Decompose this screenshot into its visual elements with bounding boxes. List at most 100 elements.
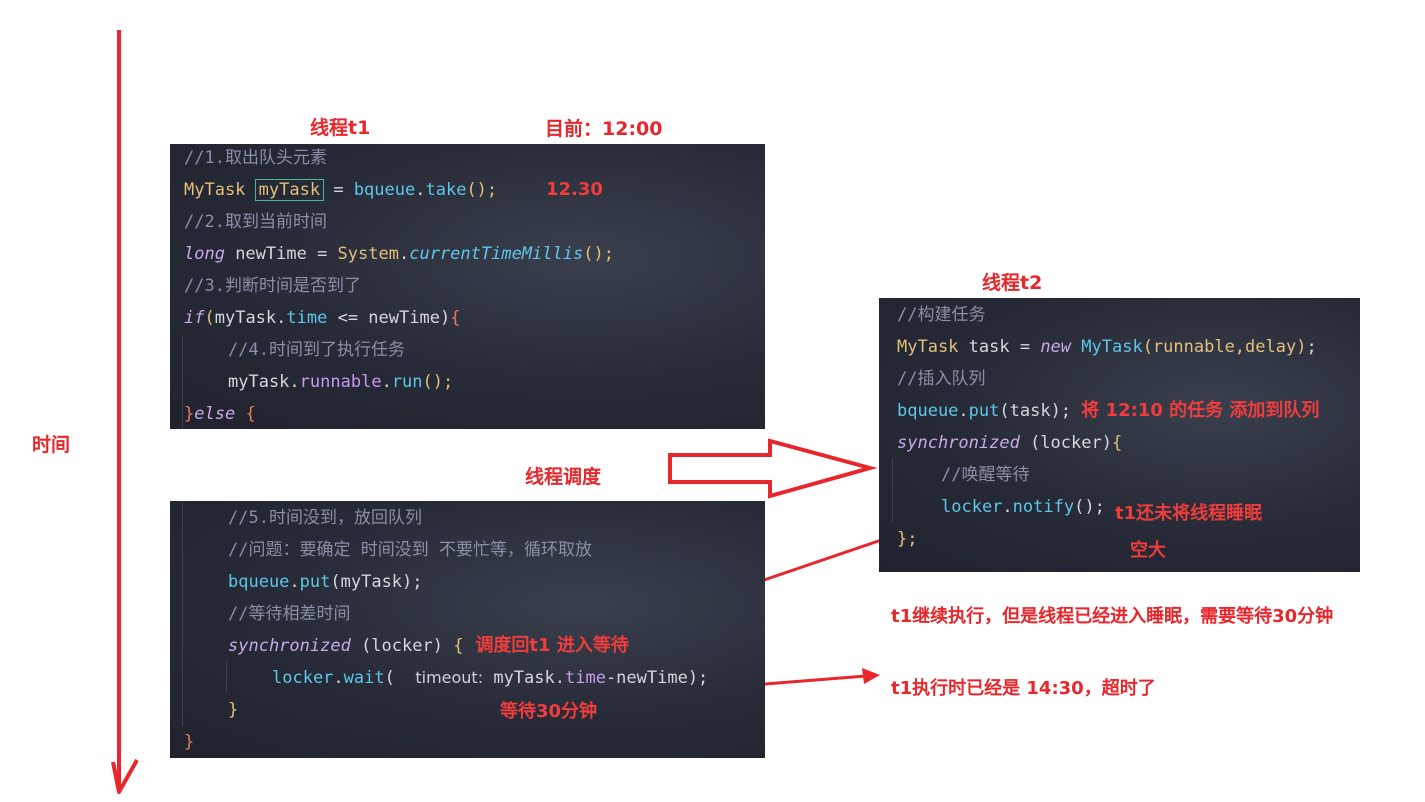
t2-code-panel: //构建任务 MyTask task = new MyTask(runnable… bbox=[879, 298, 1360, 572]
code-token: bqueue bbox=[897, 401, 959, 421]
code-token: = bbox=[323, 180, 354, 200]
code-token: MyTask bbox=[1071, 337, 1143, 357]
code-token: notify bbox=[1012, 497, 1075, 517]
thread-t2-title: 线程t2 bbox=[982, 272, 1043, 294]
time-axis-label: 时间 bbox=[32, 434, 71, 456]
code-comment: //唤醒等待 bbox=[941, 465, 1030, 485]
code-token: (); bbox=[1074, 497, 1116, 517]
code-token: (locker) bbox=[350, 636, 454, 656]
code-keyword: if bbox=[184, 308, 205, 328]
code-line: //问题：要确定 时间没到 不要忙等，循环取放 bbox=[228, 534, 592, 566]
schedule-arrow bbox=[668, 438, 878, 499]
code-token: ( bbox=[204, 308, 215, 328]
code-token: (); bbox=[466, 180, 498, 200]
code-comment: //等待相差时间 bbox=[228, 604, 351, 624]
thread-schedule-label: 线程调度 bbox=[525, 466, 602, 488]
code-token: myTask. bbox=[483, 668, 565, 688]
code-keyword: else bbox=[194, 404, 236, 424]
code-line: synchronized (locker){ bbox=[897, 427, 1122, 459]
parameter-hint: timeout: bbox=[415, 668, 484, 687]
code-token: myTask bbox=[214, 308, 277, 328]
code-token: }; bbox=[897, 529, 918, 549]
back-to-t1-note: 调度回t1 进入等待 bbox=[475, 635, 629, 656]
code-comment: //3.判断时间是否到了 bbox=[184, 276, 361, 296]
code-token: locker bbox=[272, 668, 334, 688]
code-line: }; bbox=[897, 523, 917, 555]
code-token: put bbox=[968, 401, 1000, 421]
empty-note: 空大 bbox=[1130, 540, 1166, 561]
code-keyword: new bbox=[1040, 337, 1072, 357]
code-line: locker.wait( timeout: myTask.time-newTim… bbox=[272, 662, 708, 694]
code-line: MyTask task = new MyTask(runnable,delay)… bbox=[897, 331, 1317, 363]
code-token: . bbox=[398, 244, 410, 264]
code-token: (); bbox=[583, 244, 614, 264]
code-line: } bbox=[184, 726, 194, 758]
code-token: (task); bbox=[999, 401, 1082, 421]
timeout-arrow-line bbox=[764, 674, 867, 686]
code-type: MyTask bbox=[897, 337, 959, 357]
timeout-arrowhead bbox=[862, 668, 880, 684]
code-line: }else { bbox=[184, 398, 256, 429]
code-line: //等待相差时间 bbox=[228, 598, 350, 630]
code-token: currentTimeMillis bbox=[409, 244, 584, 264]
code-comment: //构建任务 bbox=[897, 305, 986, 325]
t1-timeout-note: t1执行时已经是 14:30，超时了 bbox=[891, 678, 1156, 699]
code-line: //唤醒等待 bbox=[941, 459, 1029, 491]
code-keyword: long bbox=[184, 244, 225, 264]
code-token: } bbox=[228, 700, 239, 720]
code-comment: //1.取出队头元素 bbox=[184, 148, 327, 168]
code-token: . bbox=[333, 668, 344, 688]
code-token: <= newTime) bbox=[327, 308, 451, 328]
code-line: long newTime = System.currentTimeMillis(… bbox=[184, 238, 614, 270]
code-token: { bbox=[235, 404, 256, 424]
code-line: //1.取出队头元素 bbox=[184, 144, 327, 174]
code-comment: //4.时间到了执行任务 bbox=[228, 340, 405, 360]
code-token: bqueue bbox=[353, 180, 416, 200]
code-token: runnable bbox=[299, 372, 382, 392]
code-token: take bbox=[425, 180, 467, 200]
code-token: (); bbox=[422, 372, 454, 392]
code-token: ( bbox=[384, 668, 416, 688]
code-keyword: synchronized bbox=[897, 433, 1020, 453]
code-line: myTask.runnable.run(); bbox=[228, 366, 453, 398]
indent-guide bbox=[182, 501, 183, 726]
t1-code-bottom-panel: //5.时间没到，放回队列 //问题：要确定 时间没到 不要忙等，循环取放 bq… bbox=[170, 501, 765, 758]
code-line: locker.notify(); t1还未将线程睡眠 bbox=[941, 491, 1263, 524]
code-line: if(myTask.time <= newTime){ bbox=[184, 302, 460, 334]
code-token: (myTask); bbox=[330, 572, 423, 592]
code-line: //2.取到当前时间 bbox=[184, 206, 327, 238]
current-time-label: 目前：12:00 bbox=[545, 118, 663, 140]
code-line: //5.时间没到，放回队列 bbox=[228, 502, 422, 534]
code-token: } bbox=[184, 732, 195, 752]
code-line: //4.时间到了执行任务 bbox=[228, 334, 405, 366]
code-token: . bbox=[289, 372, 300, 392]
code-token: (locker) bbox=[1019, 433, 1112, 453]
thread-t1-title: 线程t1 bbox=[310, 117, 371, 139]
code-line: //构建任务 bbox=[897, 299, 985, 331]
code-token: (runnable,delay) bbox=[1142, 337, 1307, 357]
code-token: wait bbox=[343, 668, 385, 688]
not-sleeping-note: t1还未将线程睡眠 bbox=[1115, 503, 1263, 524]
code-token: { bbox=[1111, 433, 1123, 453]
t1-code-top-panel: //1.取出队头元素 MyTask myTask = bqueue.take()… bbox=[170, 144, 765, 429]
code-line: MyTask myTask = bqueue.take();12.30 bbox=[184, 174, 603, 206]
code-token: . bbox=[1002, 497, 1013, 517]
time-axis-arrowhead bbox=[111, 759, 139, 794]
code-token: task = bbox=[958, 337, 1041, 357]
indent-guide bbox=[892, 458, 893, 522]
code-line: synchronized (locker) {调度回t1 进入等待 bbox=[228, 630, 629, 662]
code-line: bqueue.put(myTask); bbox=[228, 566, 423, 598]
code-token: put bbox=[299, 572, 331, 592]
code-comment: //插入队列 bbox=[897, 369, 986, 389]
add-task-note: 将 12:10 的任务 添加到队列 bbox=[1081, 400, 1320, 421]
code-token: newTime = bbox=[224, 244, 338, 264]
code-token: { bbox=[450, 308, 461, 328]
code-token: } bbox=[184, 404, 195, 424]
code-comment: //问题：要确定 时间没到 不要忙等，循环取放 bbox=[228, 540, 592, 560]
code-line: //3.判断时间是否到了 bbox=[184, 270, 361, 302]
wait-30-note: 等待30分钟 bbox=[500, 701, 598, 722]
code-line: } bbox=[228, 694, 238, 726]
t1-continue-note: t1继续执行，但是线程已经进入睡眠，需要等待30分钟 bbox=[891, 606, 1334, 627]
code-token: run bbox=[391, 372, 423, 392]
code-type: System bbox=[337, 244, 399, 264]
